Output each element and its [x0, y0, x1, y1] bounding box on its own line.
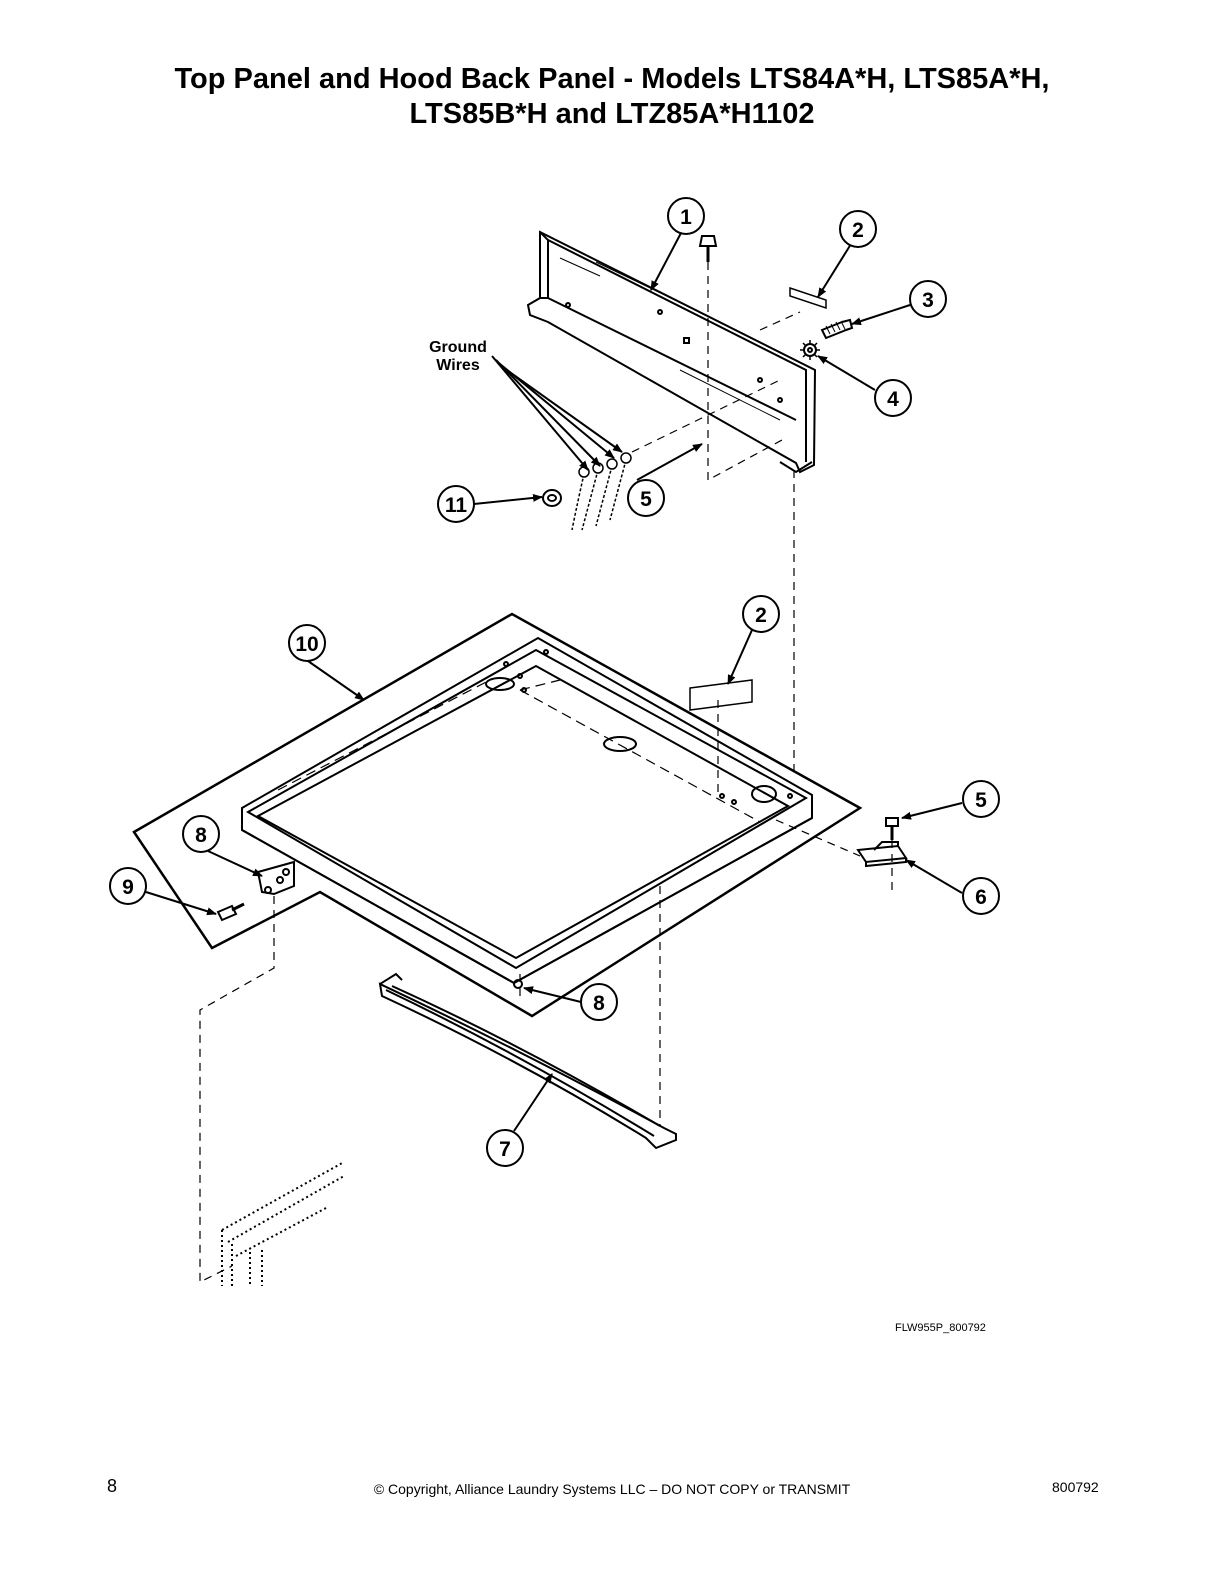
- screw-part-5-upper: [698, 235, 718, 262]
- ground-wires-label-line-1: Ground: [429, 339, 487, 356]
- callout-5-lower: 5: [962, 780, 1000, 818]
- label-part-upper: [789, 286, 827, 310]
- callout-7: 7: [486, 1129, 524, 1167]
- copyright-notice: © Copyright, Alliance Laundry Systems LL…: [373, 1481, 851, 1497]
- page-title: Top Panel and Hood Back Panel - Models L…: [0, 62, 1224, 132]
- callout-2-upper: 2: [839, 210, 877, 248]
- ground-wires-label-line-2: Wires: [436, 357, 480, 374]
- callout-8-left-label: 8: [195, 824, 207, 847]
- callout-3-label: 3: [922, 289, 934, 312]
- callout-10: 10: [288, 624, 326, 662]
- callout-2-lower-label: 2: [755, 604, 767, 627]
- trim-part-7: [378, 972, 677, 1150]
- grommet-part-11: [542, 489, 562, 507]
- callout-5-lower-label: 5: [975, 789, 987, 812]
- document-number: 800792: [1052, 1479, 1099, 1495]
- callout-3: 3: [909, 280, 947, 318]
- callout-2-upper-label: 2: [852, 219, 864, 242]
- callout-4: 4: [874, 379, 912, 417]
- callout-5-upper: 5: [627, 479, 665, 517]
- top-panel-part-10: [132, 612, 863, 1018]
- callout-8-right: 8: [580, 983, 618, 1021]
- clip-part-6: [856, 841, 908, 868]
- page-title-line-2: LTS85B*H and LTZ85A*H1102: [409, 98, 815, 130]
- screw-part-9: [216, 902, 245, 922]
- callout-10-label: 10: [295, 633, 318, 656]
- callout-8-left: 8: [182, 815, 220, 853]
- callout-8-right-label: 8: [593, 992, 605, 1015]
- figure-id: FLW955P_800792: [895, 1322, 986, 1334]
- callout-4-label: 4: [887, 388, 899, 411]
- cabinet-corner: [221, 1161, 345, 1286]
- screw-part-3: [820, 318, 854, 340]
- callout-5-upper-label: 5: [640, 488, 652, 511]
- callout-11-label: 11: [445, 494, 468, 517]
- page-number: 8: [107, 1476, 118, 1496]
- label-part-lower: [689, 679, 753, 711]
- callout-2-lower: 2: [742, 595, 780, 633]
- callout-9: 9: [109, 867, 147, 905]
- star-washer-part-4: [800, 340, 820, 360]
- screw-part-5-lower: [885, 817, 899, 840]
- hood-back-panel: [526, 230, 817, 474]
- callout-6-label: 6: [975, 886, 987, 909]
- hinge-part-8-left: [256, 860, 295, 896]
- callout-9-label: 9: [122, 876, 134, 899]
- callout-11: 11: [437, 485, 475, 523]
- ground-wires: [571, 459, 627, 531]
- callout-1-label: 1: [680, 206, 692, 229]
- callout-1: 1: [667, 197, 705, 235]
- callout-6: 6: [962, 877, 1000, 915]
- page-title-line-1: Top Panel and Hood Back Panel - Models L…: [174, 63, 1050, 95]
- callout-7-label: 7: [499, 1138, 511, 1161]
